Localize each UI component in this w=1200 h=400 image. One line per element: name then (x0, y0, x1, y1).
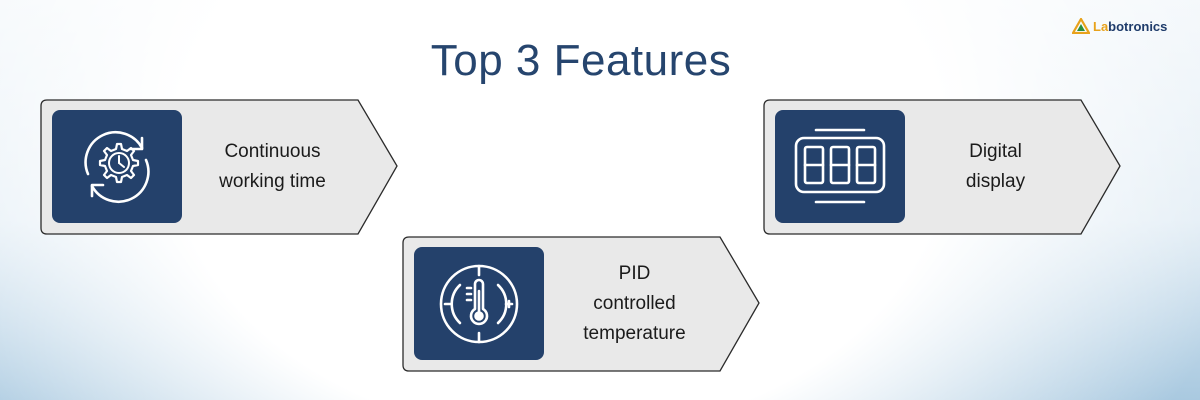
feature-card-pid-controlled-temperature: PID controlled temperature (402, 236, 762, 374)
logo-text: botronics (1108, 18, 1168, 34)
clock-gear-cycle-icon (84, 130, 150, 203)
digital-display-icon (794, 128, 886, 203)
logo-text-accent: La (1093, 18, 1109, 34)
feature-label: Continuous working time (219, 141, 326, 192)
thermometer-dial-icon (439, 264, 519, 343)
feature-label: Digital display (965, 141, 1026, 192)
feature-icon-box (52, 110, 182, 223)
page-title: Top 3 Features (430, 36, 732, 85)
feature-icon-box (414, 247, 544, 360)
feature-icon-box (775, 110, 905, 223)
feature-label: PID controlled temperature (583, 263, 686, 344)
feature-card-continuous-working-time: Continuous working time (40, 99, 400, 237)
triangle-logo-icon (1072, 18, 1090, 34)
feature-card-digital-display: Digital display (763, 99, 1123, 237)
